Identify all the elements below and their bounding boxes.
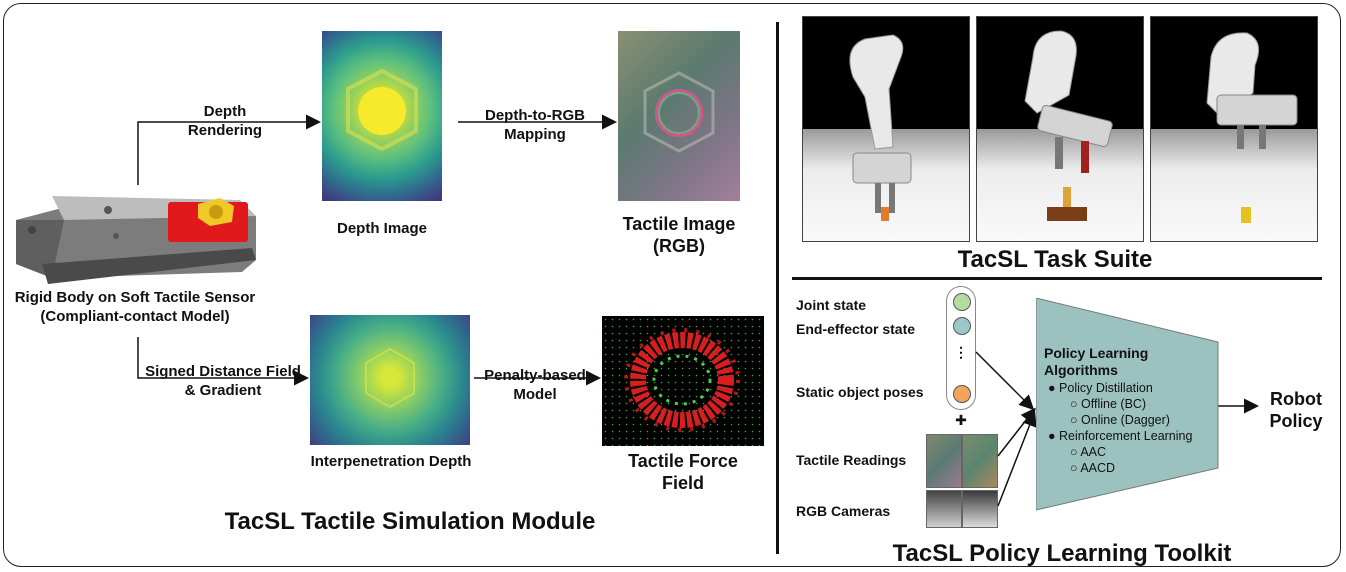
- simulation-module-title: TacSL Tactile Simulation Module: [224, 508, 596, 535]
- algo-sub-offline-bc: ○ Offline (BC): [1070, 397, 1147, 411]
- task-panel-1: [802, 16, 970, 242]
- robot-policy-label: Robot Policy: [1269, 389, 1323, 431]
- tactile-sensor-image: [16, 196, 256, 284]
- simulation-arrows: [137, 114, 617, 386]
- policy-arrows: [975, 351, 1259, 507]
- ellipsis-icon: ⋮: [954, 344, 968, 360]
- algo-sub-online-dagger: ○ Online (Dagger): [1070, 413, 1170, 427]
- algo-sub-aac: ○ AAC: [1070, 445, 1107, 459]
- tactile-force-field-caption: Tactile Force Field: [628, 451, 738, 493]
- tactile-reading-left: [926, 434, 962, 488]
- tactile-reading-right: [962, 434, 998, 488]
- rgb-camera-left: [926, 490, 962, 528]
- depth-to-rgb-label: Depth-to-RGB Mapping: [485, 107, 585, 143]
- arrow-depth-rendering: [137, 114, 321, 185]
- horizontal-divider: [792, 277, 1322, 280]
- sensor-caption: Rigid Body on Soft Tactile Sensor (Compl…: [14, 289, 256, 325]
- state-vector-capsule: [946, 286, 976, 410]
- policy-box-title: Policy Learning Algorithms: [1044, 345, 1149, 378]
- depth-image-caption: Depth Image: [336, 220, 427, 237]
- algo-item-policy-distillation: ● Policy Distillation: [1048, 381, 1153, 395]
- algo-item-reinforcement-learning: ● Reinforcement Learning: [1048, 429, 1193, 443]
- depth-image: [322, 31, 442, 201]
- policy-box-shape: [1036, 298, 1219, 511]
- interpenetration-depth-image: [310, 315, 470, 445]
- tactile-readings-label: Tactile Readings: [796, 452, 907, 468]
- arrow-sdf: [137, 337, 309, 386]
- policy-toolkit-title: TacSL Policy Learning Toolkit: [892, 540, 1232, 567]
- sdf-label: Signed Distance Field & Gradient: [145, 363, 301, 399]
- plus-icon: ✚: [955, 412, 967, 428]
- end-effector-circle: [953, 317, 971, 335]
- figure-frame: [3, 3, 1341, 567]
- policy-algorithms-list: ● Policy Distillation ○ Offline (BC) ○ O…: [1048, 380, 1218, 476]
- depth-rendering-label: Depth Rendering: [187, 103, 263, 139]
- algo-sub-aacd: ○ AACD: [1070, 461, 1116, 475]
- joint-state-label: Joint state: [796, 297, 867, 313]
- task-panel-3: [1150, 16, 1318, 242]
- penalty-model-label: Penalty-based Model: [484, 367, 586, 403]
- rgb-camera-right: [962, 490, 998, 528]
- vertical-divider: [776, 22, 779, 554]
- tactile-image-caption: Tactile Image (RGB): [622, 214, 736, 256]
- end-effector-state-label: End-effector state: [796, 321, 916, 337]
- joint-state-circle: [953, 293, 971, 311]
- static-object-poses-label: Static object poses: [796, 384, 924, 400]
- tactile-force-field-image: [602, 316, 764, 446]
- task-panel-2: [976, 16, 1144, 242]
- interpenetration-depth-caption: Interpenetration Depth: [310, 453, 472, 470]
- object-pose-circle: [953, 385, 971, 403]
- tactile-rgb-image: [618, 31, 740, 201]
- task-suite-title: TacSL Task Suite: [957, 246, 1153, 273]
- rgb-cameras-label: RGB Cameras: [796, 503, 891, 519]
